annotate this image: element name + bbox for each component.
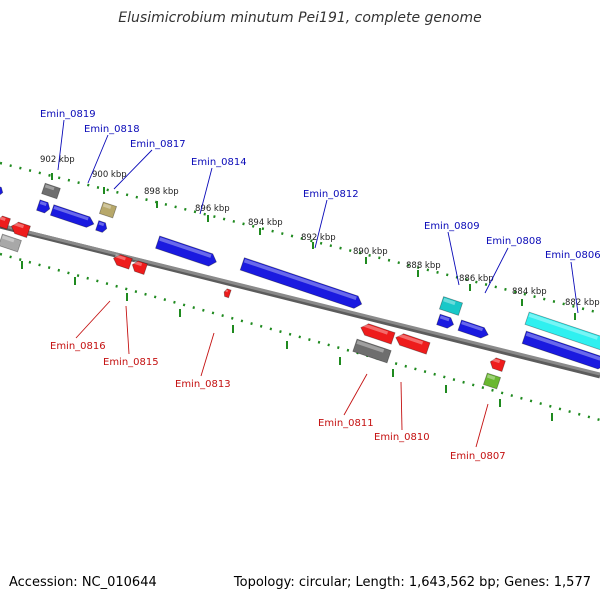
gene-forward [49,204,95,228]
genome-backbone [0,223,600,379]
gene-reverse-other [0,233,22,253]
tick-label: 888 kbp [406,261,441,271]
gene-features [0,182,600,390]
leader-line [87,134,109,184]
gene-reverse [360,323,396,345]
gene-label-forward: Emin_0819 [40,109,96,120]
genome-title: Elusimicrobium minutum Pei191, complete … [118,10,482,26]
leader-line [570,261,579,314]
gene-reverse [0,215,11,230]
tick-label: 894 kbp [248,218,283,228]
leader-line [447,231,460,286]
tick-label: 892 kbp [301,233,336,243]
gene-reverse [10,221,31,239]
leader-line [113,149,153,190]
gene-label-forward: Emin_0814 [191,157,247,168]
gene-forward [436,313,455,329]
leader-line [200,332,215,377]
gene-label-reverse: Emin_0816 [50,341,106,352]
gene-label-forward: Emin_0808 [486,236,542,247]
gene-forward [155,235,217,267]
leader-line [475,403,489,448]
gene-labels: Emin_0819Emin_0818Emin_0817Emin_0814Emin… [40,109,600,462]
leader-line [125,305,130,355]
gene-forward-other [98,201,118,219]
gene-forward [239,257,363,309]
tick-label: 896 kbp [195,204,230,214]
gene-reverse [489,357,506,372]
leader-line [314,199,328,249]
tick-label: 886 kbp [459,274,494,284]
gene-label-reverse: Emin_0810 [374,432,430,443]
gene-label-forward: Emin_0818 [84,124,140,135]
gene-forward [521,330,600,370]
leader-line [57,119,65,171]
gene-reverse [223,288,232,299]
gene-reverse [395,333,431,355]
leader-line [75,300,111,339]
gene-label-forward: Emin_0817 [130,139,186,150]
tick-label: 900 kbp [92,170,127,180]
gene-label-forward: Emin_0806 [545,250,600,261]
gene-forward-other [438,296,464,316]
tick-label: 882 kbp [565,298,600,308]
gene-forward [36,199,51,214]
tick-label: 884 kbp [512,287,547,297]
gene-label-reverse: Emin_0811 [318,418,374,429]
backbone-line [0,223,600,376]
leader-line [484,247,509,294]
gene-forward-other [41,182,61,200]
accession-text: Accession: NC_010644 [9,575,157,590]
leader-line [400,381,403,431]
gene-label-reverse: Emin_0815 [103,357,159,368]
gene-forward [457,319,489,339]
tick-label: 902 kbp [40,155,75,165]
gene-label-reverse: Emin_0807 [450,451,506,462]
tick-rows [0,161,600,422]
tick-label: 890 kbp [353,247,388,257]
topology-text: Topology: circular; Length: 1,643,562 bp… [233,575,591,590]
gene-reverse [112,254,133,270]
gene-label-reverse: Emin_0813 [175,379,231,390]
gene-label-forward: Emin_0812 [303,189,359,200]
tick-row-lower [0,252,600,422]
tick-label: 898 kbp [144,187,179,197]
gene-forward [0,184,4,197]
gene-reverse-other [352,338,392,364]
gene-label-forward: Emin_0809 [424,221,480,232]
tick-labels: 902 kbp 900 kbp 898 kbp 896 kbp 894 kbp 892 k… [40,155,600,308]
leader-line [343,373,368,416]
gene-reverse-other [482,372,502,390]
gene-forward [95,220,108,233]
gene-reverse [131,260,148,275]
gene-forward-other [524,311,600,351]
leader-line [199,167,213,215]
